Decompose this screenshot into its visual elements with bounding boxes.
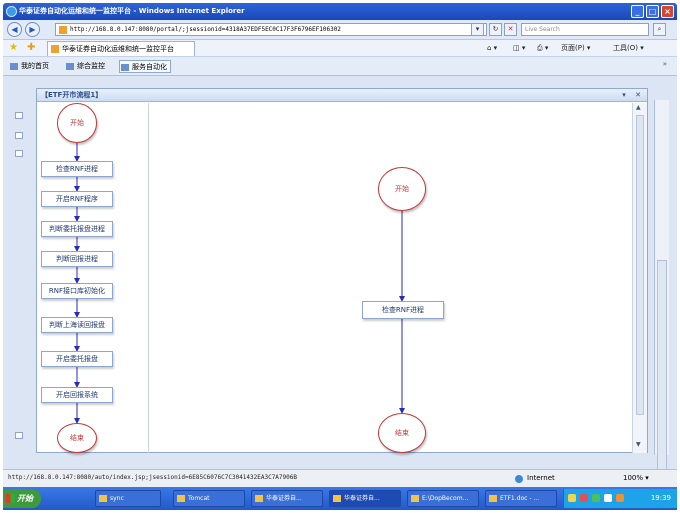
- add-favorites-icon[interactable]: ✚: [27, 42, 36, 53]
- nav-item-home[interactable]: 我的首页: [9, 60, 49, 73]
- folder-icon: [411, 495, 419, 502]
- flow-step-node[interactable]: 判断上海读回报盘: [41, 317, 113, 333]
- url-text: http://168.8.0.147:8080/portal/;jsession…: [70, 26, 341, 33]
- taskbar-item[interactable]: Tomcat: [173, 490, 245, 507]
- print-icon[interactable]: ⎙ ▾: [537, 44, 549, 52]
- chevron-down-icon[interactable]: ▾: [622, 91, 626, 99]
- tray-icon[interactable]: [604, 494, 612, 502]
- flow-step-node[interactable]: 判断委托报盘进程: [41, 221, 113, 237]
- zoom-level[interactable]: 100% ▾: [623, 474, 649, 482]
- forward-icon[interactable]: ▶: [25, 22, 40, 37]
- home-icon[interactable]: ⌂ ▾: [487, 44, 498, 52]
- app-icon: [333, 495, 341, 502]
- url-dropdown-icon[interactable]: ▾: [471, 23, 484, 36]
- flow-end-node[interactable]: 结束: [57, 423, 97, 453]
- outer-scrollbar[interactable]: [654, 100, 669, 480]
- tools-menu[interactable]: 工具(O) ▾: [613, 44, 644, 52]
- flow-step-node[interactable]: 开启RNF程序: [41, 191, 113, 207]
- tray-icon[interactable]: [568, 494, 576, 502]
- taskbar-item[interactable]: sync: [95, 490, 161, 507]
- canvas-start-node[interactable]: 开始: [378, 167, 426, 211]
- window-title-bar: 华泰证券自动化运维和统一监控平台 - Windows Internet Expl…: [3, 3, 677, 20]
- taskbar-item[interactable]: 华泰证券自...: [329, 490, 401, 507]
- workflow-panel: 【ETF开市流程1】 ▾ ✕ 开始 检查RNF进程 开启RNF程序 判断委: [36, 88, 648, 453]
- address-bar: ◀ ▶ http://168.8.0.147:8080/portal/;jses…: [3, 20, 677, 40]
- flow-step-node[interactable]: 开启回报系统: [41, 387, 113, 403]
- globe-icon: [515, 475, 523, 483]
- window-title: 华泰证券自动化运维和统一监控平台 - Windows Internet Expl…: [19, 7, 245, 15]
- refresh-icon[interactable]: ↻: [489, 23, 502, 36]
- flow-step-node[interactable]: 检查RNF进程: [41, 161, 113, 177]
- scroll-down-icon[interactable]: ▼: [636, 441, 641, 448]
- feeds-icon[interactable]: ◫ ▾: [513, 44, 526, 52]
- nav-item-monitor[interactable]: 综合监控: [65, 60, 105, 73]
- page-icon: [51, 45, 59, 53]
- automation-icon: [121, 64, 129, 71]
- stop-icon[interactable]: ✕: [504, 23, 517, 36]
- url-input[interactable]: http://168.8.0.147:8080/portal/;jsession…: [55, 23, 487, 36]
- page-menu[interactable]: 页面(P) ▾: [561, 44, 591, 52]
- left-tree-strip: [15, 92, 24, 442]
- flow-start-node[interactable]: 开始: [57, 103, 97, 143]
- canvas-scrollbar[interactable]: ▲ ▼: [632, 103, 647, 453]
- taskbar-item[interactable]: 华泰证券自...: [251, 490, 323, 507]
- windows-logo-icon: [6, 494, 15, 503]
- status-bar: http://168.8.0.147:8080/auto/index.jsp;j…: [3, 469, 677, 487]
- search-input[interactable]: Live Search: [521, 23, 649, 36]
- tab-title: 华泰证券自动化运维和统一监控平台: [62, 45, 174, 53]
- clock: 19:39: [650, 494, 671, 502]
- tree-node-icon[interactable]: [15, 150, 23, 157]
- taskbar-item[interactable]: ETF1.doc - ...: [485, 490, 557, 507]
- expand-icon[interactable]: »: [662, 60, 667, 68]
- page-icon: [59, 26, 67, 34]
- tray-icon[interactable]: [592, 494, 600, 502]
- flow-step-node[interactable]: RNF接口库初始化: [41, 283, 113, 299]
- flow-step-node[interactable]: 开启委托报盘: [41, 351, 113, 367]
- flow-list: 开始 检查RNF进程 开启RNF程序 判断委托报盘进程 判断回报进程 RNF接口…: [37, 103, 149, 453]
- nav-item-automation[interactable]: 服务自动化: [119, 60, 171, 73]
- ie-icon: [6, 6, 17, 17]
- minimize-button[interactable]: _: [631, 5, 644, 18]
- panel-title: 【ETF开市流程1】: [41, 91, 103, 99]
- outer-scrollbar-thumb[interactable]: [657, 260, 667, 480]
- tray-icon[interactable]: [580, 494, 588, 502]
- tree-node-icon[interactable]: [15, 132, 23, 139]
- window-controls: _ □ ×: [631, 5, 674, 18]
- tree-node-icon[interactable]: [15, 432, 23, 439]
- canvas-end-node[interactable]: 结束: [378, 413, 426, 453]
- favorites-bar: ★ ✚ 华泰证券自动化运维和统一监控平台 ⌂ ▾ ◫ ▾ ⎙ ▾ 页面(P) ▾…: [3, 40, 677, 57]
- start-button[interactable]: 开始: [3, 489, 41, 508]
- canvas-connectors: [399, 209, 405, 414]
- close-button[interactable]: ×: [661, 5, 674, 18]
- browser-tab[interactable]: 华泰证券自动化运维和统一监控平台: [47, 41, 195, 56]
- maximize-button[interactable]: □: [646, 5, 659, 18]
- status-url: http://168.8.0.147:8080/auto/index.jsp;j…: [8, 474, 297, 481]
- tray-icon[interactable]: [616, 494, 624, 502]
- search-icon[interactable]: ⌕: [653, 23, 666, 36]
- document-icon: [489, 495, 497, 502]
- taskbar-item[interactable]: E:\DopBecom...: [407, 490, 479, 507]
- app-icon: [99, 495, 107, 502]
- home-icon: [10, 63, 18, 70]
- security-zone: Internet: [515, 473, 555, 484]
- back-icon[interactable]: ◀: [7, 22, 22, 37]
- flow-connectors: [74, 143, 80, 424]
- flow-canvas[interactable]: 开始 检查RNF进程 结束: [150, 103, 632, 453]
- system-tray: 19:39: [563, 489, 677, 508]
- panel-header: 【ETF开市流程1】 ▾ ✕: [37, 89, 647, 102]
- scroll-up-icon[interactable]: ▲: [636, 104, 641, 111]
- monitor-icon: [66, 63, 74, 70]
- flow-step-node[interactable]: 判断回报进程: [41, 251, 113, 267]
- app-nav: 我的首页 综合监控 服务自动化 »: [3, 57, 677, 76]
- close-icon[interactable]: ✕: [635, 91, 641, 99]
- app-icon: [255, 495, 263, 502]
- canvas-step-node[interactable]: 检查RNF进程: [362, 301, 444, 319]
- favorites-star-icon[interactable]: ★: [9, 42, 18, 53]
- tree-node-icon[interactable]: [15, 112, 23, 119]
- app-icon: [177, 495, 185, 502]
- taskbar: 开始 sync Tomcat 华泰证券自... 华泰证券自... E:\DopB…: [3, 487, 677, 510]
- canvas-scrollbar-thumb[interactable]: [636, 115, 644, 415]
